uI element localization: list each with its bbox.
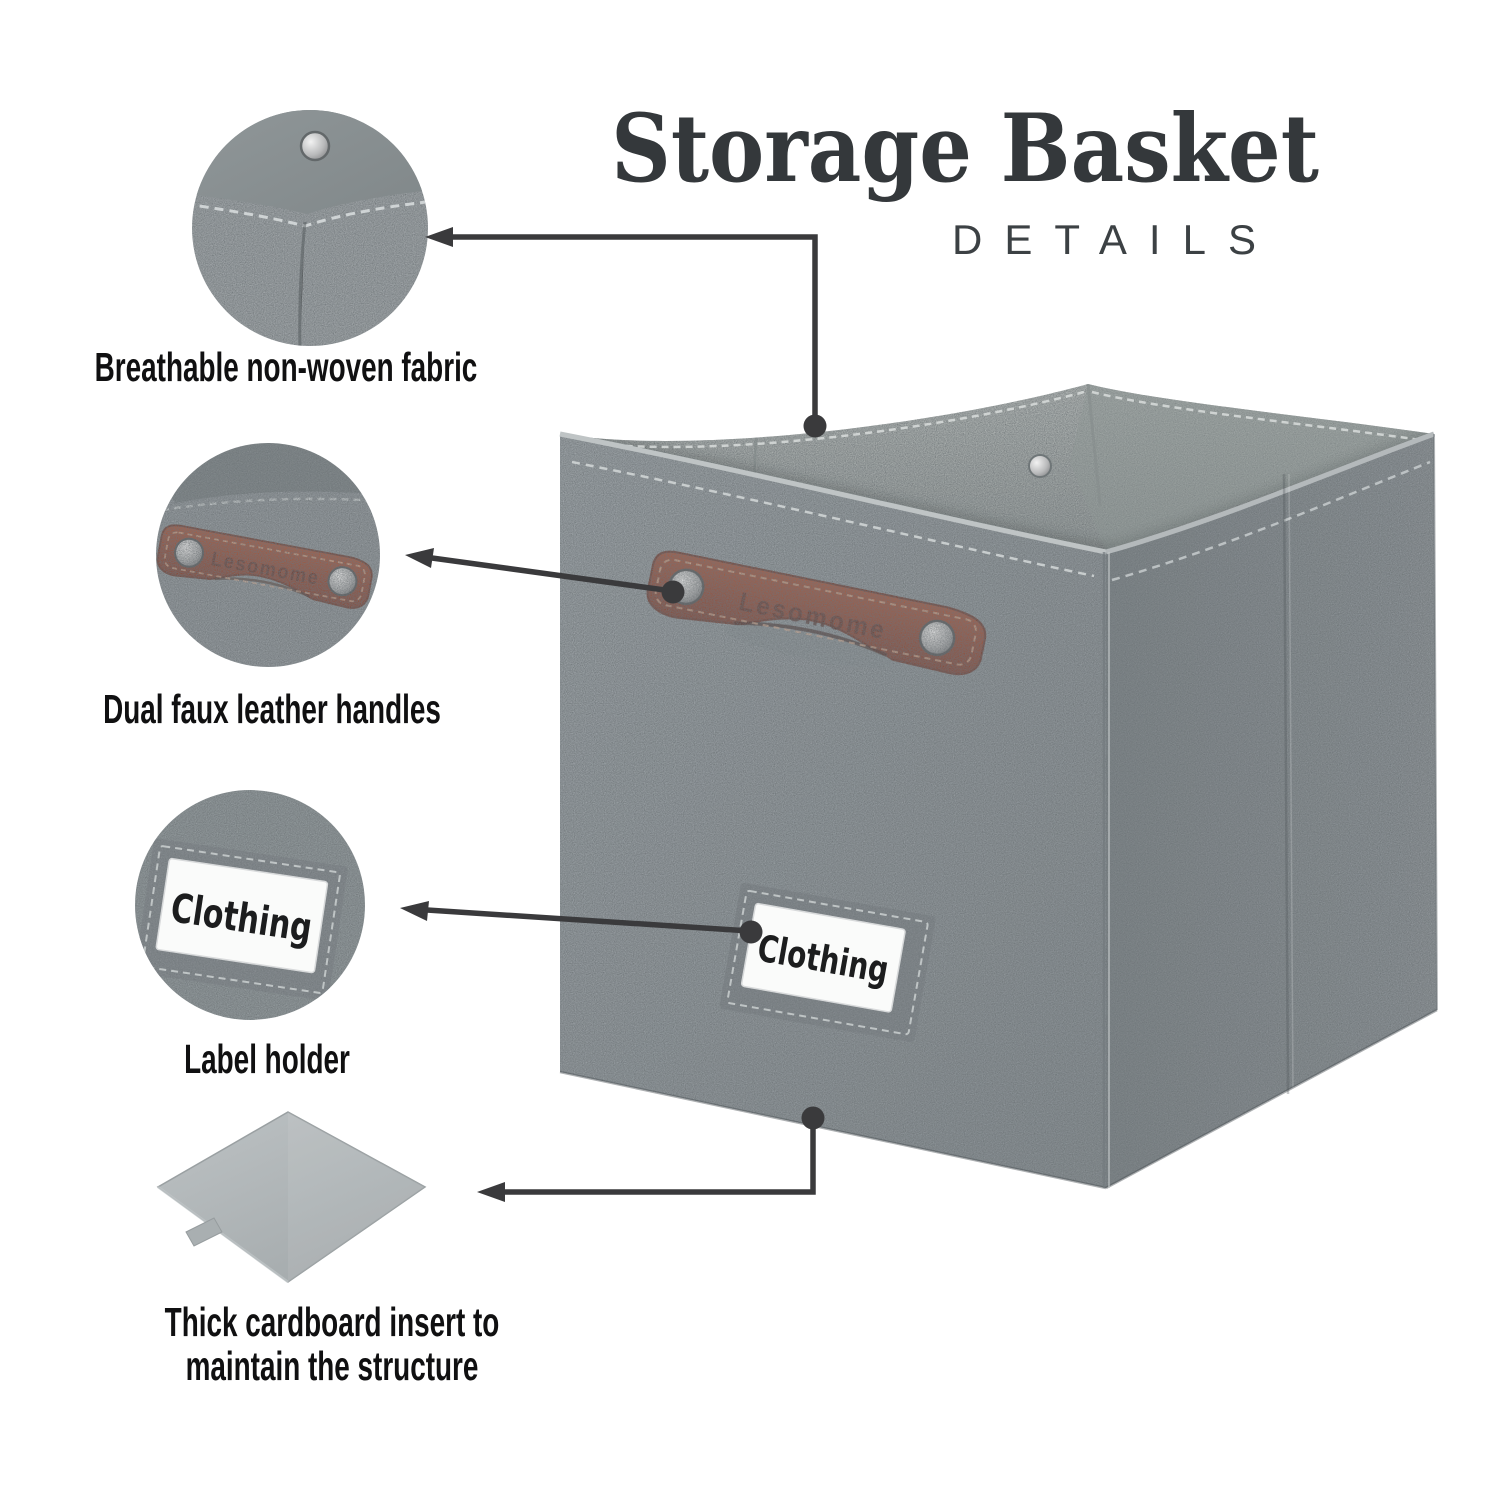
interior-rivet [1028,454,1052,478]
arrow-dot-fabric [803,414,827,438]
arrowhead-fabric [425,227,453,247]
basket-right-face [1105,431,1438,1190]
left-rim-edge [559,431,1107,555]
callout-arrow-label [400,901,763,944]
handle-detail-rivet-left [174,537,205,568]
left-rim-stitching [571,460,1095,578]
right-rim-edge [1105,431,1435,555]
basket-front-corner [1102,552,1110,1188]
callout-photo-fabric-corner [192,110,428,346]
handle-detail-rivet-right [327,566,358,597]
callout-arrow-handle [405,548,685,604]
page-subtitle: DETAILS [952,216,1278,263]
left-bottom-edge [559,1070,1107,1190]
arrowhead-handle [405,548,434,568]
right-bottom-edge [1105,1008,1438,1190]
handle-detail-strap [156,524,373,609]
label-card [740,902,906,1013]
cardboard-insert-tab [185,1217,223,1247]
caption-label-holder: Label holder [184,1036,350,1082]
callout-arrow-cardboard [477,1106,825,1202]
arrow-dot-handle [661,580,685,604]
fabric-corner-seam [298,221,307,346]
basket-label-holder: Clothing [719,882,936,1043]
right-face-seam [1282,473,1290,1095]
callout-arrow-fabric [425,227,827,438]
callout-photo-handle: Lesomome [156,443,380,667]
interior-right-wall-shade [1070,384,1434,552]
arrowhead-label [400,901,429,921]
caption-cardboard-line1: Thick cardboard insert to [164,1299,500,1345]
caption-cardboard-insert: Thick cardboard insert to maintain the s… [165,1300,500,1388]
callout-arrows [400,227,827,1202]
interior-back-corner [1086,384,1102,506]
storage-basket-photo: Lesomome Clothing [559,384,1438,1190]
label-holder-detail-card [155,857,329,974]
handle-grip-gap [724,625,894,668]
caption-leather-handles: Dual faux leather handles [103,686,441,732]
right-rim-stitching [1111,460,1431,582]
caption-cardboard-line2: maintain the structure [185,1343,479,1389]
label-holder-stitching [726,889,929,1036]
arrow-dot-cardboard [801,1106,825,1130]
right-outer-edge [1433,433,1438,1011]
handle-rivet-right [918,619,956,657]
callout-photo-label-holder: Clothing [135,790,365,1020]
arrowhead-cardboard [477,1182,505,1202]
arrow-dot-label [739,920,763,944]
fabric-corner-rivet [299,130,331,162]
basket-left-face [559,431,1107,1190]
fabric-corner-stitching [192,196,428,228]
handle-stitching [654,558,978,666]
callout-photo-cardboard-insert [156,1111,427,1284]
page-title: Storage Basket [611,94,1319,204]
caption-breathable-fabric: Breathable non-woven fabric [94,344,478,390]
basket-handle: Lesomome [646,550,987,676]
